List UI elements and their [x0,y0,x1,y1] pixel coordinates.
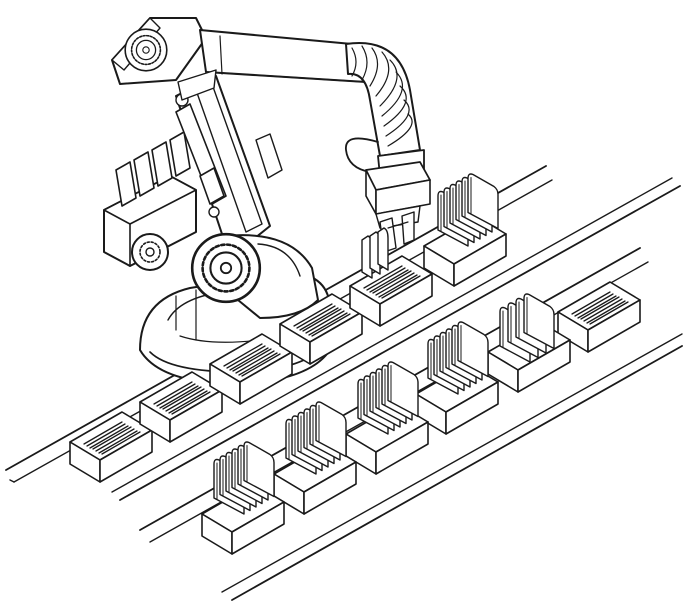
wrist-bellows [345,42,425,177]
motor-block [103,131,197,271]
robot-arm [103,17,431,319]
gripper [361,161,431,279]
upper-arm [111,17,373,101]
shoulder-joint [190,232,262,304]
